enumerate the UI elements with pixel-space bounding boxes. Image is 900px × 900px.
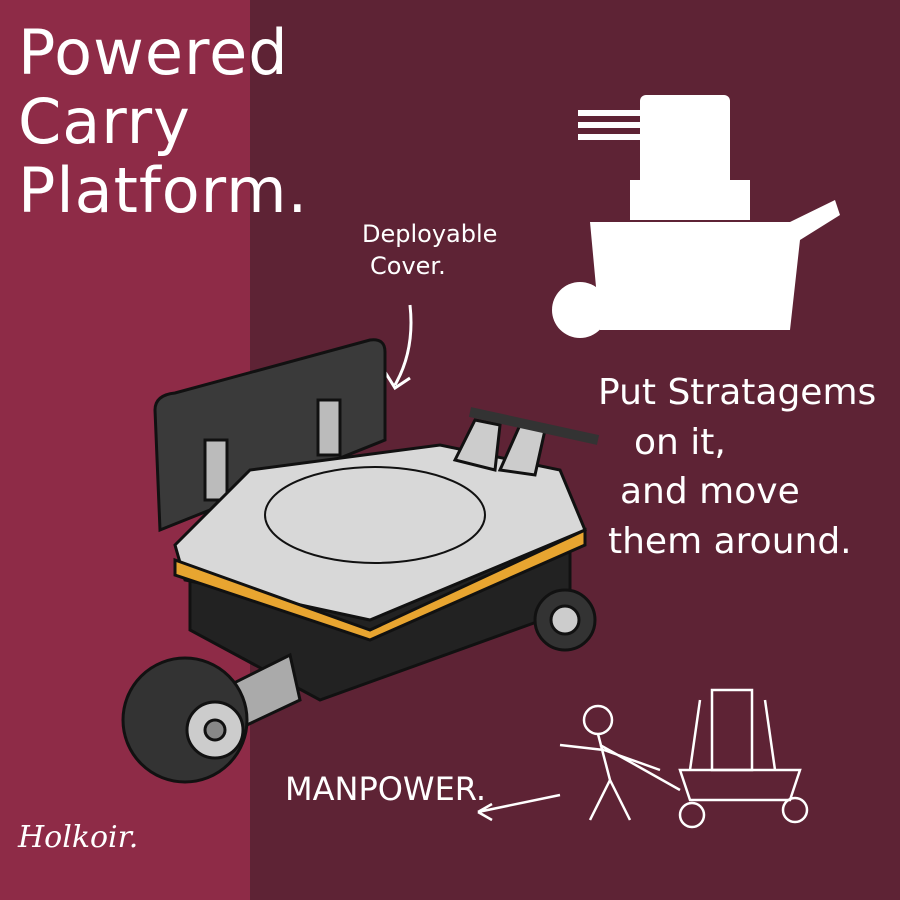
carry-platform-drawing — [121, 338, 600, 784]
caption-line: and move — [620, 471, 800, 513]
arrow-icon — [383, 304, 413, 391]
caption: Put Stratagems on it, and move them arou… — [598, 368, 876, 567]
title-line: Carry — [18, 85, 191, 159]
caption-line: Put Stratagems — [598, 372, 877, 413]
page-title: Powered Carry Platform. — [18, 20, 308, 227]
caption-line: them around. — [608, 521, 852, 563]
title-line: Powered — [18, 16, 289, 89]
caption-line: on it, — [634, 421, 726, 463]
annotation-line: Cover. — [370, 252, 446, 281]
title-line: Platform. — [18, 154, 309, 228]
turret-cart-silhouette — [552, 95, 840, 338]
person-pushing-cart-sketch — [477, 688, 809, 829]
annotation-line: Deployable — [362, 220, 498, 248]
deployable-cover-annotation: Deployable Cover. — [362, 218, 497, 283]
artist-signature: Holkoir. — [18, 820, 139, 855]
manpower-label: MANPOWER. — [285, 770, 487, 808]
